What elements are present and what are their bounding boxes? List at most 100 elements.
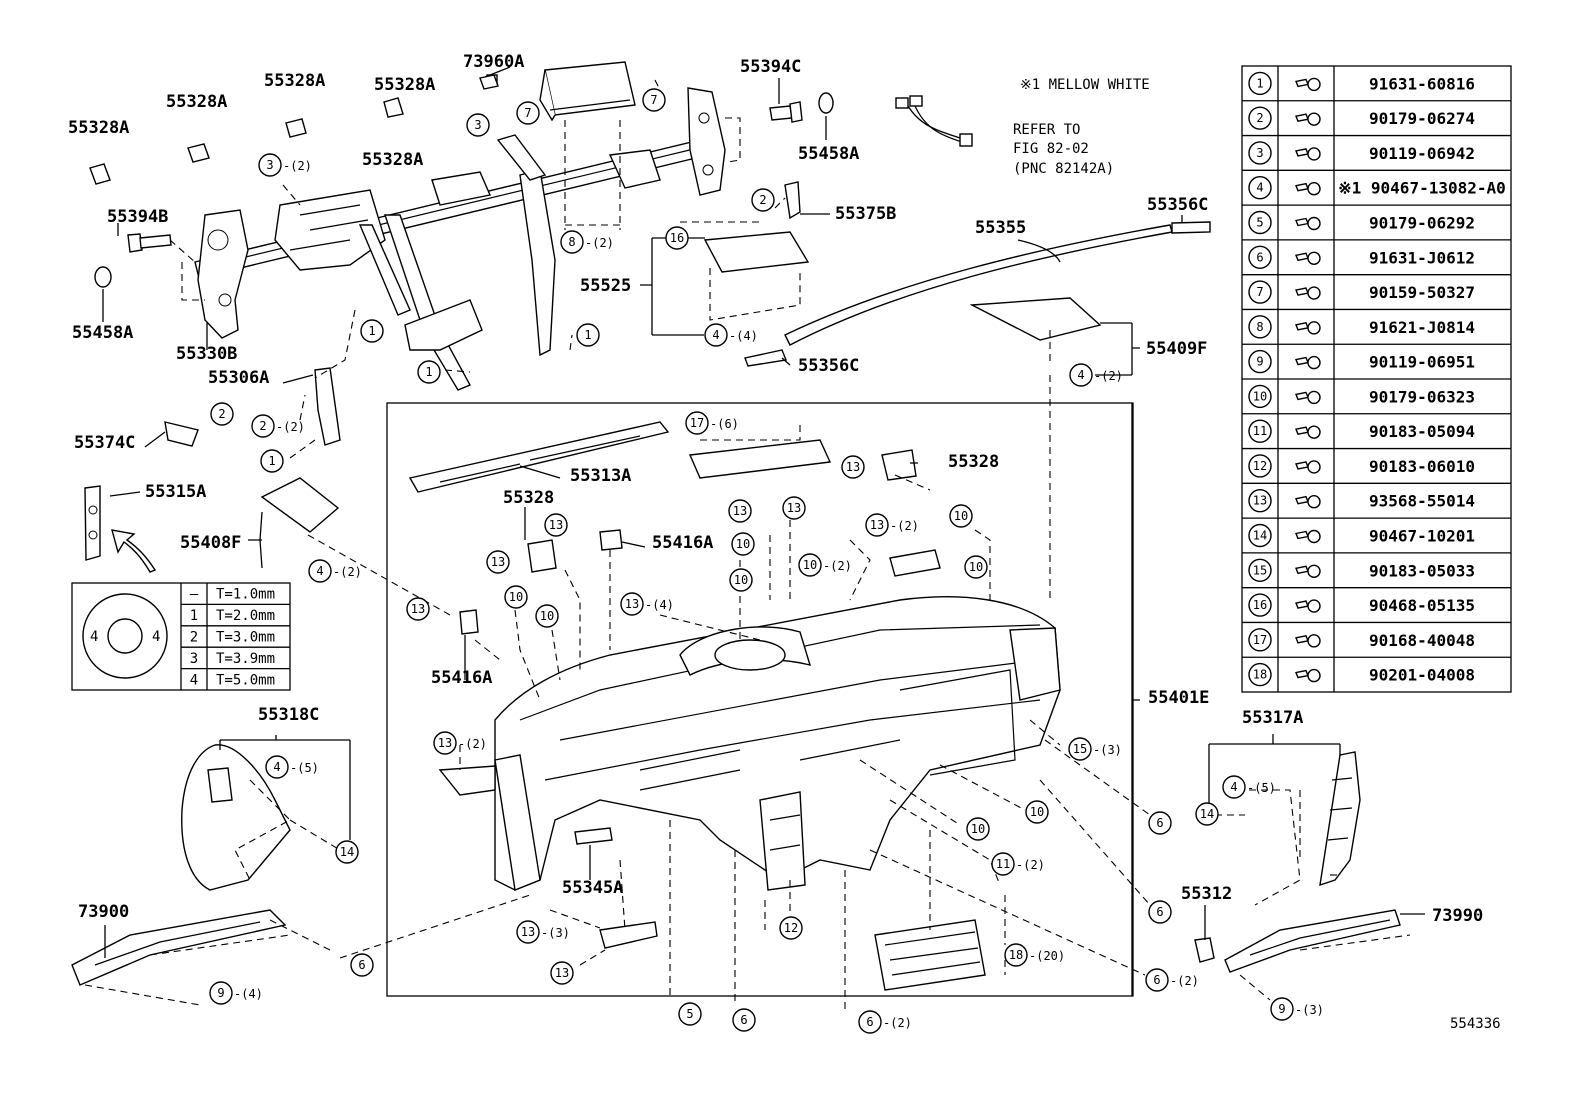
fastener-number: 11 <box>1253 424 1267 438</box>
bracket-55315a <box>84 485 101 561</box>
callout-number: 10 <box>734 573 748 587</box>
diagram-artwork <box>71 61 1512 1010</box>
fastener-icon <box>1295 355 1321 370</box>
fastener-number: 4 <box>1256 181 1263 195</box>
callout-circle <box>1148 900 1172 924</box>
fastener-icon <box>1295 668 1321 683</box>
fastener-part-number: 90119-06951 <box>1369 353 1475 372</box>
callout-number: 4 <box>1230 780 1237 794</box>
callout-circle <box>504 585 528 609</box>
thickness-key: 1 <box>190 608 198 624</box>
callout-number: 1 <box>584 328 591 342</box>
callout-circle <box>1148 811 1172 835</box>
callout-circle <box>210 402 234 426</box>
fastener-number-circle <box>1248 558 1272 582</box>
callout-circle <box>535 604 559 628</box>
callout-number: 11 <box>996 857 1010 871</box>
callout: 13 <box>841 455 865 479</box>
bracket-55328-right <box>881 449 917 481</box>
fastener-part-number: 90183-05033 <box>1369 561 1475 580</box>
callout-quantity: -(2) <box>1094 369 1123 383</box>
callout-number: 9 <box>217 986 224 1000</box>
part-label: 55328A <box>264 71 325 91</box>
callout: 13-(2) <box>433 731 487 755</box>
callout: 1 <box>417 360 441 384</box>
callout-number: 13 <box>521 925 535 939</box>
wire-harness <box>895 95 973 147</box>
fastener-number: 18 <box>1253 668 1267 682</box>
callout-quantity: -(5) <box>290 761 319 775</box>
callout-number: 16 <box>670 231 684 245</box>
fastener-number-circle <box>1248 489 1272 513</box>
fastener-icon <box>1295 564 1321 578</box>
callout: 12 <box>779 916 803 940</box>
callout-number: 13 <box>549 518 563 532</box>
part-label: 55312 <box>1181 884 1232 904</box>
callout-circle <box>782 496 806 520</box>
fastener-icon <box>1295 460 1321 474</box>
part-label: 55328A <box>362 150 423 170</box>
fastener-number: 3 <box>1256 146 1263 160</box>
callout: 11 -(2) <box>991 852 1045 876</box>
callout: 9-(4) <box>209 981 263 1005</box>
callout-circle <box>1195 802 1219 826</box>
finish-panel-55318c <box>181 744 291 891</box>
callout-circle <box>1270 997 1294 1021</box>
fastener-part-number: 90179-06323 <box>1369 387 1475 406</box>
thickness-key: 3 <box>190 651 198 667</box>
brace-55306a <box>314 367 341 446</box>
color-note: ※1 MELLOW WHITE <box>1020 77 1150 93</box>
callout-number: 6 <box>1156 816 1163 830</box>
callout-circle <box>704 323 728 347</box>
callout-circle <box>1025 800 1049 824</box>
callout: 10-(2) <box>798 553 852 577</box>
fastener-part-number: 90201-04008 <box>1369 666 1475 685</box>
fastener-number-circle <box>1248 141 1272 165</box>
lower-panel-73900 <box>71 909 287 986</box>
callout-number: 14 <box>340 845 354 859</box>
callout: 6 <box>1148 900 1172 924</box>
callout-quantity: -(2) <box>333 565 362 579</box>
callout-number: 4 <box>712 328 719 342</box>
refer-note-line-2: FIG 82-02 <box>1013 141 1089 157</box>
callout-circle <box>350 953 374 977</box>
part-label: 55458A <box>798 144 859 164</box>
fastener-number-circle <box>1248 176 1272 200</box>
callout: 4-(2) <box>308 559 362 583</box>
bracket-13-2 <box>438 765 496 796</box>
callout: 9-(3) <box>1270 997 1324 1021</box>
callout: 13-(2) <box>865 513 919 537</box>
callout-quantity: -(3) <box>1093 743 1122 757</box>
callout: 4-(5) <box>1222 775 1276 799</box>
fastener-part-number: 90159-50327 <box>1369 283 1475 302</box>
fastener-icon <box>1295 251 1321 265</box>
fastener-part-number: 90467-10201 <box>1369 527 1475 546</box>
leader-lines <box>84 66 1425 1010</box>
callout-circle <box>798 553 822 577</box>
callout: 10 <box>949 504 973 528</box>
callout-circle <box>516 920 540 944</box>
defroster-strip <box>744 221 1211 367</box>
fastener-number: 17 <box>1253 633 1267 647</box>
callout: 10 <box>731 532 755 556</box>
part-label: 73900 <box>78 902 129 922</box>
part-label: 55328 <box>948 452 999 472</box>
callout: 6 <box>350 953 374 977</box>
callout-circle <box>678 1002 702 1026</box>
callout: 2 <box>751 188 775 212</box>
fastener-number: 7 <box>1256 285 1263 299</box>
callout-number: 6 <box>1153 973 1160 987</box>
callout-quantity: -(4) <box>729 329 758 343</box>
washer-label-left: 4 <box>90 629 98 645</box>
thickness-value: T=1.0mm <box>216 587 275 603</box>
callout-quantity: -(2) <box>1016 858 1045 872</box>
callout-circle <box>486 550 510 574</box>
callout: 7 <box>642 88 666 112</box>
callout: 18-(20) <box>1004 943 1065 967</box>
fastener-icon <box>1295 147 1321 161</box>
callout-circle <box>265 755 289 779</box>
part-label: 55328A <box>374 75 435 95</box>
bracket-55416a-top <box>599 529 623 551</box>
